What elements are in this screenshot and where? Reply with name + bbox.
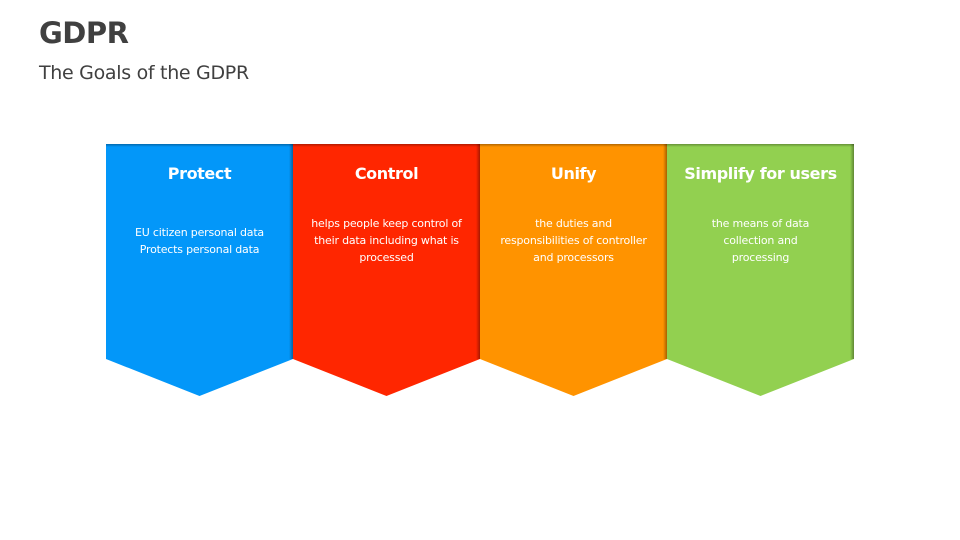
panel-top-shadow — [106, 144, 293, 147]
panel-heading: Control — [354, 164, 419, 183]
panel-text: helps people keep control of their data … — [311, 217, 462, 264]
slide-subtitle: The Goals of the GDPR — [39, 62, 249, 84]
panel-heading: Simplify for users — [684, 164, 837, 183]
panel-side-shadow — [476, 144, 480, 359]
goal-panel-unify: Unify the duties and responsibilities of… — [480, 144, 667, 396]
goal-panel-control: Control helps people keep control of the… — [293, 144, 480, 396]
panel-top-shadow — [293, 144, 480, 147]
goal-panel-protect: Protect EU citizen personal data Protect… — [106, 144, 293, 396]
panel-side-shadow — [850, 144, 854, 359]
panel-text: the means of data collection and process… — [711, 217, 810, 264]
goals-panels: Protect EU citizen personal data Protect… — [106, 144, 854, 396]
panel-heading: Protect — [167, 164, 232, 183]
slide-title: GDPR — [39, 16, 129, 50]
panel-text: the duties and responsibilities of contr… — [500, 217, 647, 264]
panel-text: EU citizen personal data Protects person… — [135, 226, 264, 256]
panel-top-shadow — [480, 144, 667, 147]
panel-side-shadow — [289, 144, 293, 359]
goal-panel-simplify: Simplify for users the means of data col… — [667, 144, 854, 396]
panel-heading: Unify — [550, 164, 597, 183]
panel-top-shadow — [667, 144, 854, 147]
panel-side-shadow — [663, 144, 667, 359]
